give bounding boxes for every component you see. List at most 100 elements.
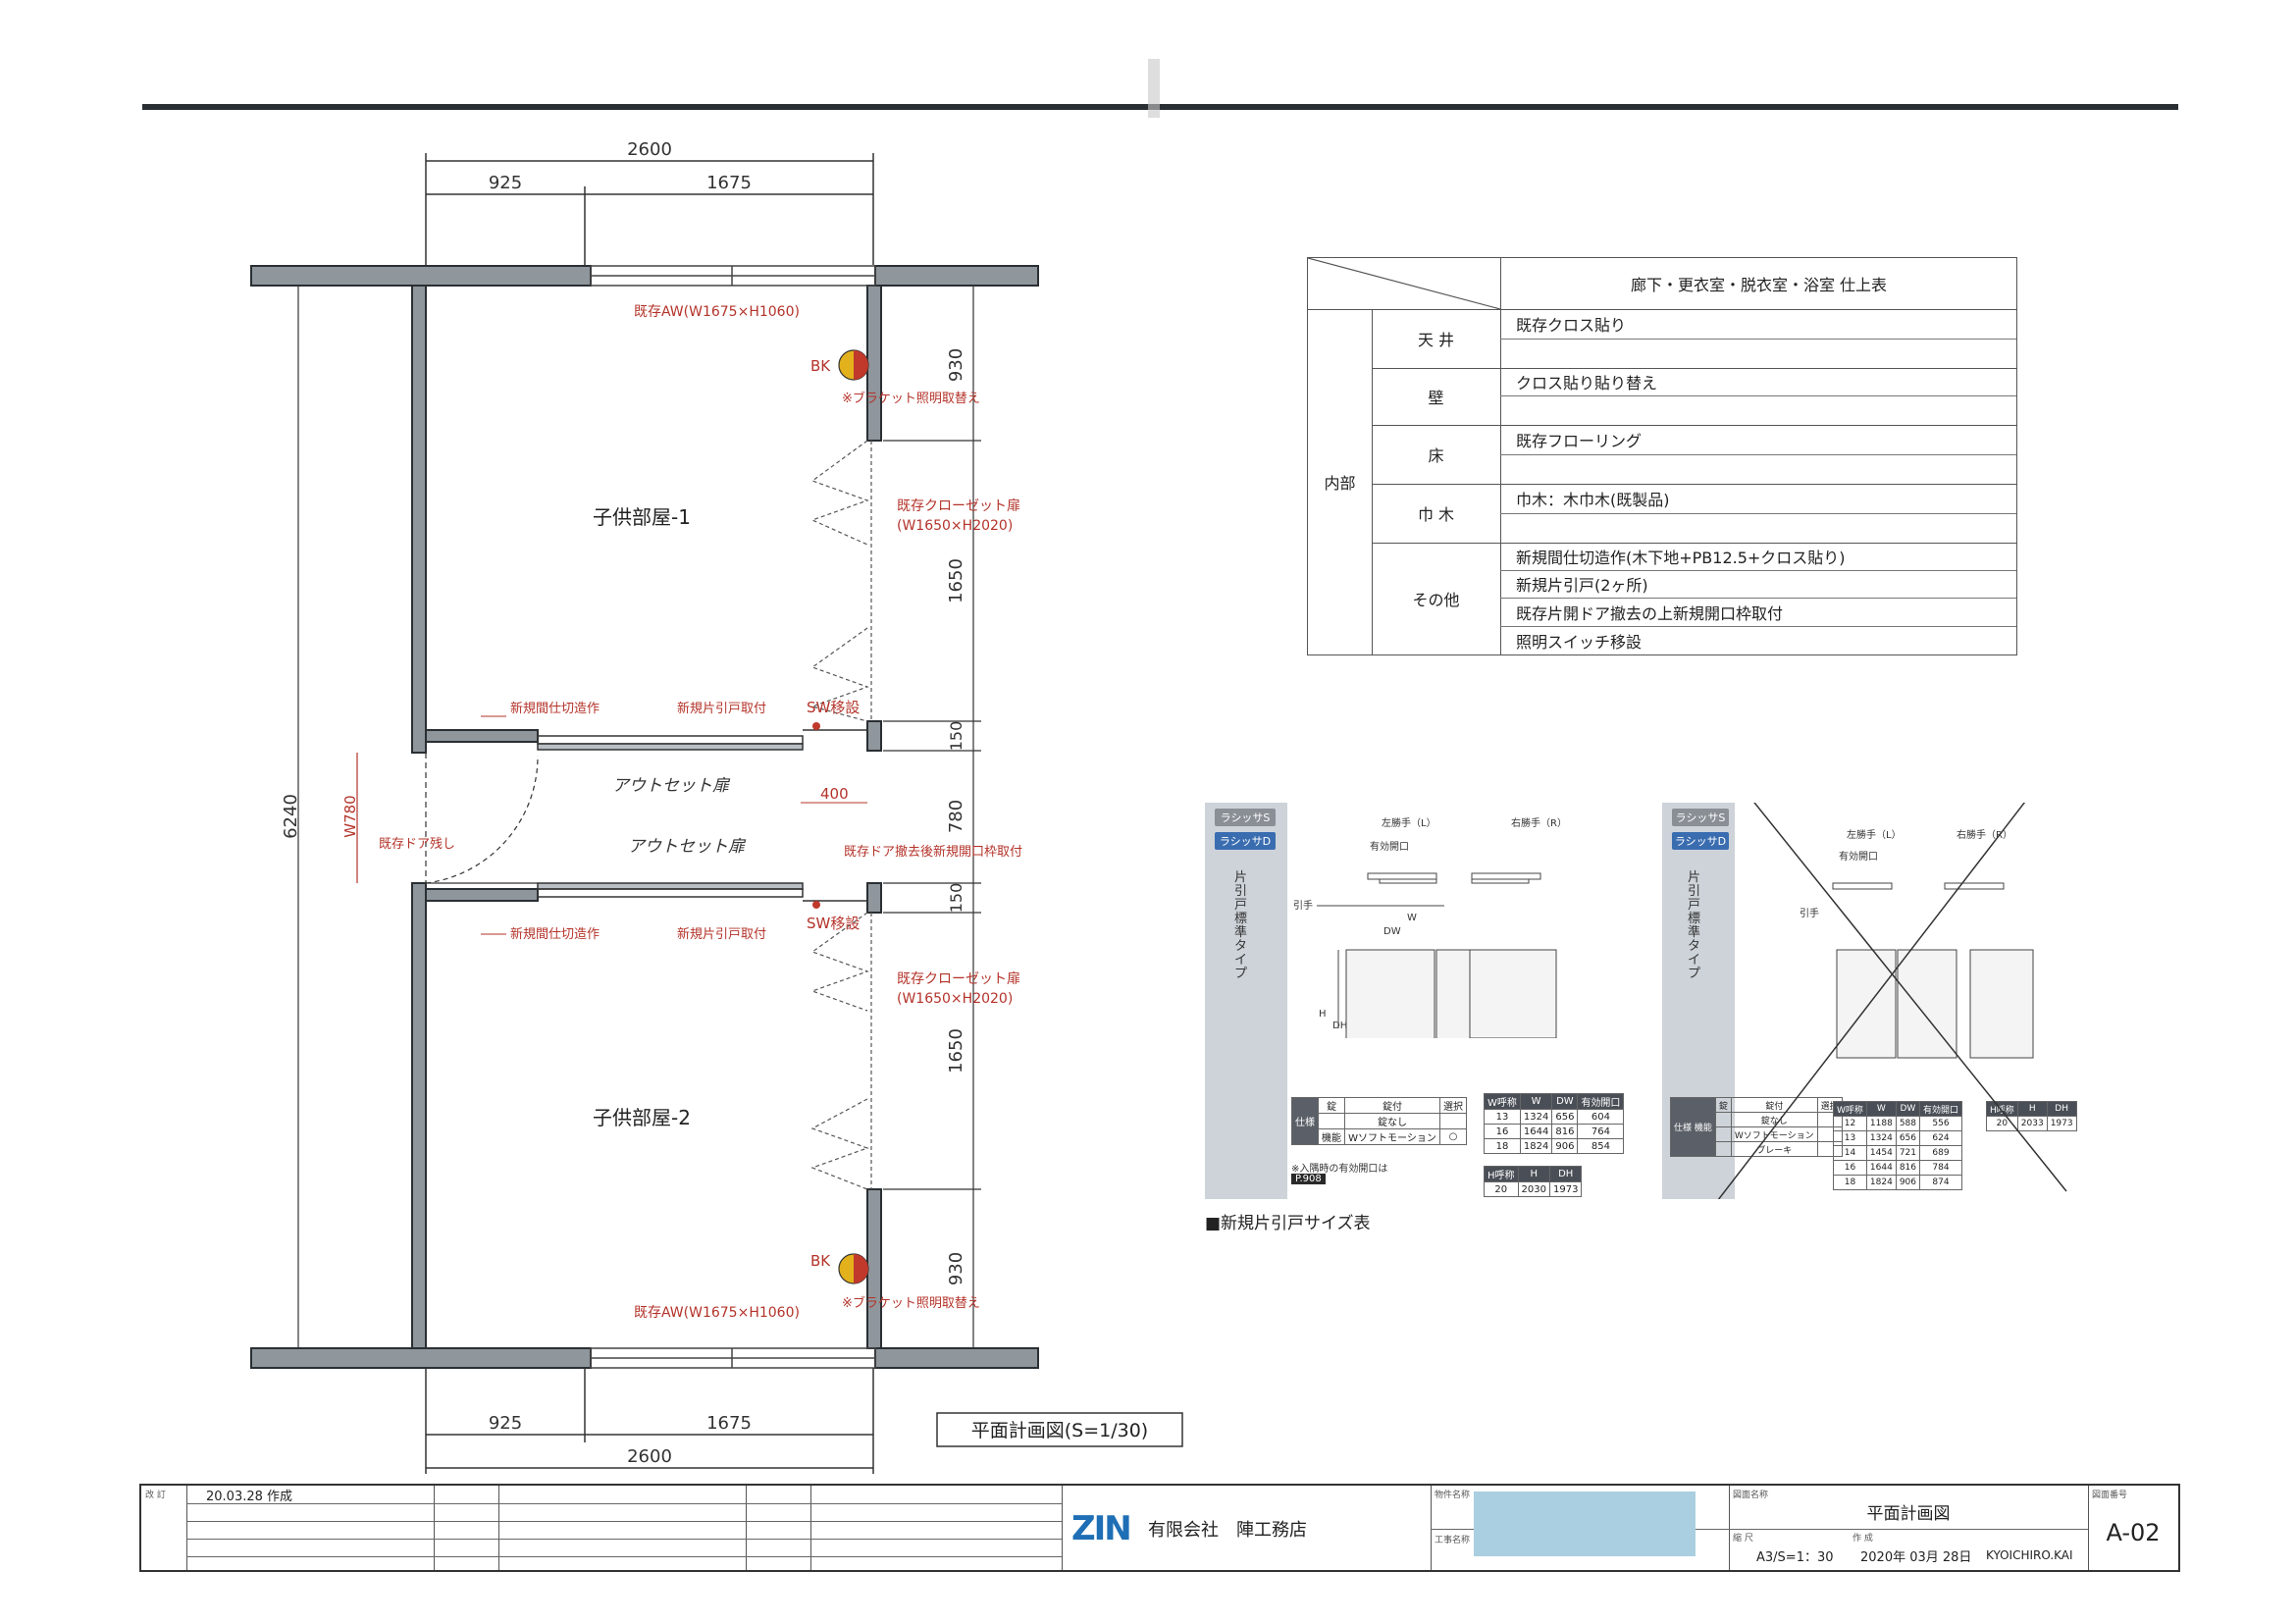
catalog-card-1: ラシッサS ラシッサD 片引戸標準タイプ 左勝手（L） 右勝手（R） 有効開口 … [1205, 803, 1631, 1199]
closet-doors [809, 440, 872, 1190]
sub-line [1500, 570, 2016, 571]
windows [590, 265, 876, 1369]
part-floor: 床 [1428, 446, 1444, 465]
right-dimensions [883, 286, 981, 1348]
finish-other-2: 新規片引戸(2ヶ所) [1516, 576, 1648, 595]
size-cell: 1973 [2046, 1116, 2077, 1131]
col-divider [1372, 309, 1373, 654]
size-cell: 906 [1551, 1138, 1579, 1154]
drawing-number: A-02 [2106, 1519, 2161, 1546]
tag-lacissa-d: ラシッサD [1672, 832, 1729, 850]
note-bracket-bottom: ※ブラケット照明取替え [842, 1295, 980, 1311]
tag-lacissa-s: ラシッサS [1672, 809, 1729, 826]
finish-other-3: 既存片開ドア撤去の上新規開口枠取付 [1516, 603, 1784, 623]
finish-table-header: 廊下・更衣室・脱衣室・浴室 仕上表 [1308, 258, 2016, 310]
room-1-label: 子供部屋-1 [593, 505, 691, 529]
swing-door [425, 753, 539, 884]
work-label: 工事名称 [1435, 1536, 1471, 1545]
dim-bottom-total: 2600 [627, 1446, 672, 1467]
spec-cell [1714, 1141, 1732, 1157]
top-dimensions [425, 153, 874, 265]
size-cell: 656 [1895, 1130, 1921, 1146]
dim-right-2: 1650 [946, 558, 966, 603]
size-head: H呼称 [1484, 1166, 1519, 1182]
w-label: W [1407, 913, 1417, 923]
h-label: H [1319, 1009, 1327, 1020]
made-label: 作 成 [1852, 1534, 1873, 1544]
plan-caption: 平面計画図(S=1/30) [971, 1420, 1148, 1441]
company-logo: ZIN [1071, 1509, 1132, 1548]
sub-line [1500, 513, 2016, 514]
right-hand-label: 右勝手（R） [1957, 830, 2012, 841]
tag-lacissa-s: ラシッサS [1215, 809, 1276, 826]
left-hand-label: 左勝手（L） [1382, 818, 1436, 829]
tb-divider [498, 1486, 499, 1570]
finish-schedule-table: 廊下・更衣室・脱衣室・浴室 仕上表 内部 天 井 既存クロス貼り 壁 クロス貼り… [1307, 257, 2017, 655]
dim-door-width: W780 [341, 795, 359, 837]
finish-floor: 既存フローリング [1516, 432, 1643, 450]
sub-line [1500, 598, 2016, 599]
spec-cell: Wソフトモーション [1344, 1128, 1440, 1145]
note-sw-top: SW移設 [807, 699, 860, 716]
size-cell: 816 [1551, 1124, 1579, 1139]
note-window-top: 既存AW(W1675×H1060) [634, 304, 800, 320]
size-cell: 656 [1551, 1109, 1579, 1125]
group-label: 内部 [1324, 474, 1356, 493]
note-closet-bottom: 既存クローゼット扉 [897, 971, 1020, 987]
spec-table-1: 仕様 錠 錠付 選択 錠なし 機能 Wソフトモーション ○ [1291, 1097, 1467, 1145]
size-cell: 2030 [1517, 1181, 1550, 1197]
tag-lacissa-d: ラシッサD [1215, 832, 1276, 850]
scale-label: 縮 尺 [1733, 1534, 1753, 1544]
size-cell: 13 [1484, 1109, 1521, 1125]
part-ceiling: 天 井 [1417, 331, 1455, 349]
drawing-name: 平面計画図 [1866, 1503, 1951, 1524]
drawing-label: 図面名称 [1733, 1491, 1769, 1500]
bk-label-bottom: BK [810, 1252, 831, 1270]
dim-right-3: 150 [947, 721, 965, 752]
opening-label: 有効開口 [1839, 852, 1878, 863]
part-other: その他 [1412, 591, 1460, 609]
note-partition-bottom: 新規間仕切造作 [510, 926, 600, 942]
door-elevation-diagram [1317, 872, 1557, 1038]
bottom-dimensions [425, 1368, 874, 1474]
tb-row [1729, 1529, 2088, 1530]
tb-row [186, 1539, 1062, 1540]
spec-cell: 錠なし [1344, 1113, 1440, 1129]
size-cell: 874 [1918, 1175, 1963, 1190]
size-cell: 604 [1577, 1109, 1625, 1125]
rev-label: 改 訂 [145, 1491, 166, 1500]
dim-top-left: 925 [489, 173, 522, 193]
title-block: 改 訂 20.03.28 作成 ZIN 有限会社 陣工務店 物件名称 工事名称 … [139, 1484, 2180, 1572]
size-cell: 1973 [1548, 1181, 1583, 1197]
note-door-remain: 既存ドア残し [379, 837, 455, 852]
spec-cell: 選択 [1439, 1097, 1467, 1114]
note-sliding-bottom: 新規片引戸取付 [677, 926, 766, 942]
sliding-doors [537, 729, 867, 902]
size-cell: 764 [1577, 1124, 1625, 1139]
catalog-caption: ■新規片引戸サイズ表 [1205, 1214, 1371, 1233]
finish-other-1: 新規間仕切造作(木下地+PB12.5+クロス貼り) [1516, 549, 1846, 567]
size-head: DW [1895, 1101, 1921, 1117]
tb-divider [1431, 1486, 1432, 1570]
row-divider [1372, 368, 2016, 369]
card-vertical-title: 片引戸標準タイプ [1234, 870, 1248, 981]
size-cell: 20 [1484, 1181, 1519, 1197]
author-value: KYOICHIRO.KAI [1986, 1548, 2073, 1562]
size-cell: 721 [1895, 1145, 1921, 1161]
dh-label: DH [1332, 1021, 1348, 1031]
size-cell: 906 [1895, 1175, 1921, 1190]
note-closet-top-size: (W1650×H2020) [897, 518, 1013, 534]
note-sw-bottom: SW移設 [807, 915, 860, 932]
pull-label: 引手 [1800, 909, 1819, 919]
opening-note: ※入隅時の有効開口は [1291, 1164, 1388, 1175]
part-baseboard: 巾 木 [1417, 505, 1455, 524]
spec-side: 仕様 [1291, 1097, 1319, 1145]
sub-line [1500, 339, 2016, 340]
size-head: 有効開口 [1918, 1101, 1963, 1117]
hand-note-outset-2: アウトセット扉 [628, 837, 747, 857]
size-cell: 854 [1577, 1138, 1625, 1154]
hand-note-outset-1: アウトセット扉 [612, 776, 731, 796]
pull-label: 引手 [1293, 901, 1313, 912]
